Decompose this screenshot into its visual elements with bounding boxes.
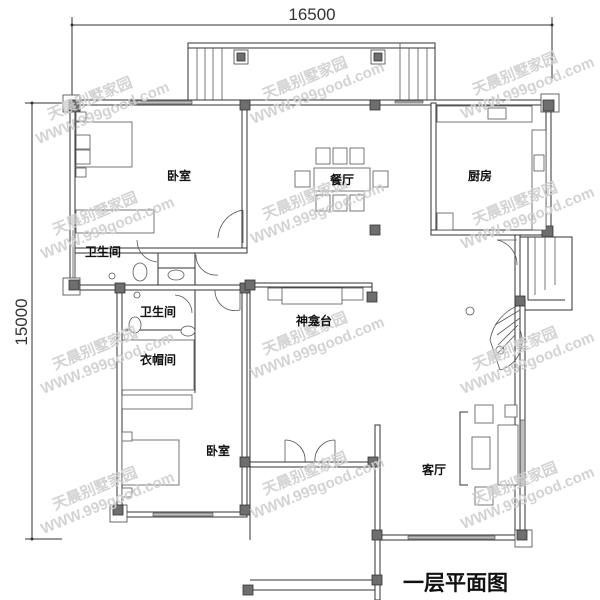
columns [62, 93, 560, 596]
height-dimension-label: 15000 [12, 298, 31, 345]
wardrobe [121, 394, 193, 410]
room-label-dining: 餐厅 [330, 172, 354, 187]
top-balcony [187, 42, 436, 101]
room-label-bedroom-1: 卧室 [167, 168, 191, 183]
room-label-bathroom-2: 卫生间 [140, 304, 176, 319]
drawing-title: 一层平面图 [403, 571, 508, 595]
living-sofa [459, 404, 519, 506]
doors [136, 209, 518, 463]
room-label-altar: 神龛台 [296, 313, 332, 328]
dimension-width: 16500 [70, 5, 554, 105]
altar-furniture [267, 287, 364, 305]
room-label-cloakroom: 衣帽间 [140, 352, 176, 367]
kitchen-furniture [435, 105, 547, 231]
room-labels: 卧室 餐厅 厨房 卫生间 卫生间 神龛台 衣帽间 卧室 客厅 [85, 168, 492, 477]
room-label-bathroom-1: 卫生间 [85, 244, 121, 259]
interior-walls [71, 102, 552, 600]
room-label-bedroom-2: 卧室 [206, 443, 230, 458]
bedroom2-furniture [121, 431, 180, 498]
dimension-height: 15000 [12, 101, 72, 541]
room-label-kitchen: 厨房 [468, 168, 492, 183]
room-label-living: 客厅 [421, 462, 446, 477]
bedroom1-furniture [75, 111, 155, 234]
staircase [465, 236, 573, 371]
bathroom-fixtures [108, 262, 196, 337]
width-dimension-label: 16500 [288, 5, 335, 24]
dining-table [294, 147, 389, 212]
